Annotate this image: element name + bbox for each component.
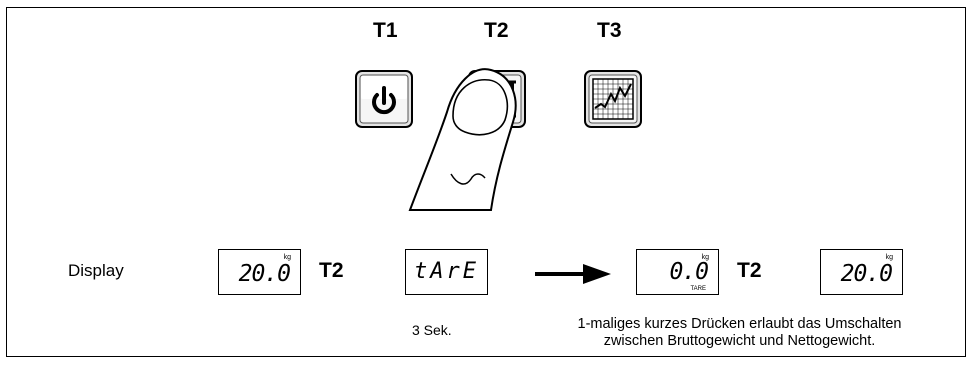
graph-key-button[interactable] (584, 70, 642, 128)
lcd-screen-gross: kg 20.0 (218, 249, 301, 295)
lcd-screen-net: kg 0.0 TARE (636, 249, 719, 295)
key-label-t1: T1 (373, 19, 398, 42)
step-key-label: T2 (737, 259, 762, 282)
graph-icon (592, 78, 634, 120)
weight-value: 20.0 (238, 261, 291, 287)
power-key-button[interactable] (355, 70, 413, 128)
finger-illustration (408, 68, 517, 211)
note-line-2: zwischen Bruttogewicht und Nettogewicht. (603, 333, 876, 349)
info-note: 1-maliges kurzes Drücken erlaubt das Ums… (512, 316, 967, 350)
key-label-t3: T3 (597, 19, 622, 42)
step-key-label: T2 (319, 259, 344, 282)
unit-label: kg (283, 254, 291, 261)
hold-time-label: 3 Sek. (412, 322, 452, 338)
lcd-screen-gross-2: kg 20.0 (820, 249, 903, 295)
power-icon (372, 86, 396, 115)
key-label-t2: T2 (484, 19, 509, 42)
tare-indicator: TARE (690, 286, 706, 292)
note-line-1: 1-maliges kurzes Drücken erlaubt das Ums… (577, 316, 902, 332)
diagram-frame (6, 7, 966, 357)
display-label: Display (68, 261, 124, 280)
unit-label: kg (701, 254, 709, 261)
unit-label: kg (885, 254, 893, 261)
tare-word: tArE (414, 259, 479, 284)
weight-value: 20.0 (840, 261, 893, 287)
weight-value: 0.0 (669, 259, 709, 285)
lcd-screen-tare-word: tArE (405, 249, 488, 295)
arrow-right-icon (535, 264, 611, 284)
